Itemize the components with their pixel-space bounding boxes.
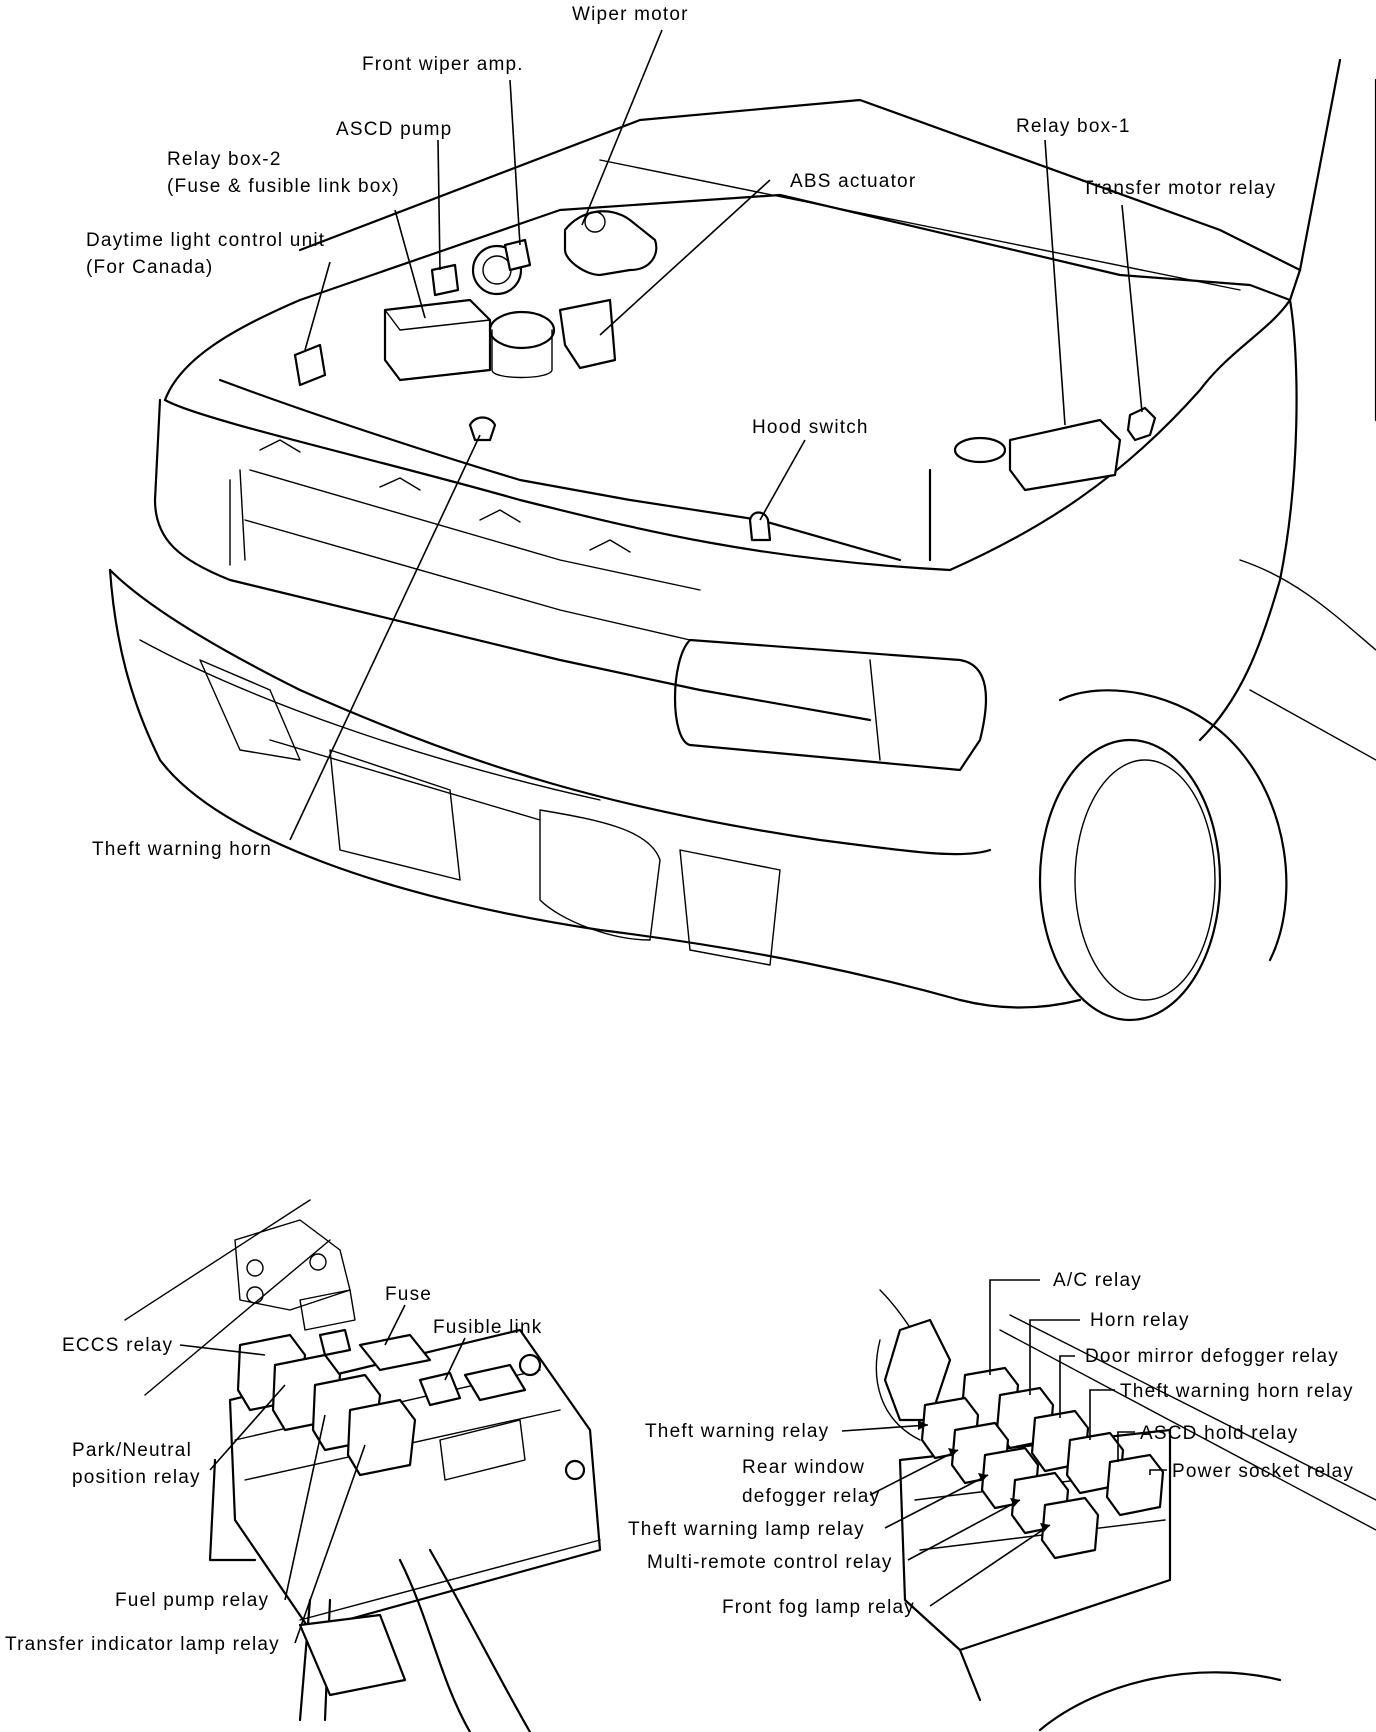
label-theft-warning-lamp-relay: Theft warning lamp relay xyxy=(628,1519,865,1540)
label-theft-warning-horn-relay: Theft warning horn relay xyxy=(1120,1381,1354,1402)
label-fuse: Fuse xyxy=(385,1284,432,1305)
label-defogger-relay: defogger relay xyxy=(742,1486,880,1507)
relay-box-1-illustration xyxy=(875,1289,1376,1732)
vehicle-front-illustration xyxy=(108,58,1376,1022)
top-labels: Wiper motor Front wiper amp. ASCD pump R… xyxy=(86,4,1276,860)
label-relay-box-2: Relay box-2 xyxy=(167,149,282,170)
label-fusible-link: Fusible link xyxy=(433,1317,542,1338)
label-power-socket-relay: Power socket relay xyxy=(1172,1461,1354,1482)
label-wiper-motor: Wiper motor xyxy=(572,4,689,25)
label-theft-warning-horn: Theft warning horn xyxy=(92,839,272,860)
label-relay-box-1: Relay box-1 xyxy=(1016,116,1131,137)
label-front-wiper-amp: Front wiper amp. xyxy=(362,54,524,75)
label-park-neutral-sub: position relay xyxy=(72,1467,201,1488)
label-multi-remote-control-relay: Multi-remote control relay xyxy=(647,1552,893,1573)
label-door-mirror-defogger-relay: Door mirror defogger relay xyxy=(1085,1346,1339,1367)
relay-box-1-labels: A/C relay Horn relay Door mirror defogge… xyxy=(628,1270,1354,1618)
label-abs-actuator: ABS actuator xyxy=(790,171,916,192)
label-ac-relay: A/C relay xyxy=(1053,1270,1142,1291)
label-horn-relay: Horn relay xyxy=(1090,1310,1190,1331)
label-front-fog-lamp-relay: Front fog lamp relay xyxy=(722,1597,915,1618)
relay-box-2-labels: Fuse Fusible link ECCS relay Park/Neutra… xyxy=(5,1284,542,1655)
label-daytime-light: Daytime light control unit xyxy=(86,230,325,251)
label-daytime-light-sub: (For Canada) xyxy=(86,257,213,278)
label-ascd-hold-relay: ASCD hold relay xyxy=(1140,1423,1298,1444)
label-rear-window: Rear window xyxy=(742,1457,865,1478)
label-transfer-motor-relay: Transfer motor relay xyxy=(1082,178,1276,199)
relay-box-2-leaders xyxy=(179,1304,466,1644)
top-leader-lines xyxy=(289,29,1143,841)
relay-box-1-leaders xyxy=(841,1279,1167,1607)
label-ascd-pump: ASCD pump xyxy=(336,119,452,140)
label-park-neutral: Park/Neutral xyxy=(72,1440,192,1461)
label-theft-warning-relay: Theft warning relay xyxy=(645,1421,829,1442)
relay-box-2-illustration xyxy=(124,1199,602,1732)
label-fuel-pump-relay: Fuel pump relay xyxy=(115,1590,269,1611)
label-hood-switch: Hood switch xyxy=(752,417,869,438)
label-eccs-relay: ECCS relay xyxy=(62,1335,173,1356)
label-transfer-indicator: Transfer indicator lamp relay xyxy=(5,1634,280,1655)
label-relay-box-2-sub: (Fuse & fusible link box) xyxy=(167,176,400,197)
